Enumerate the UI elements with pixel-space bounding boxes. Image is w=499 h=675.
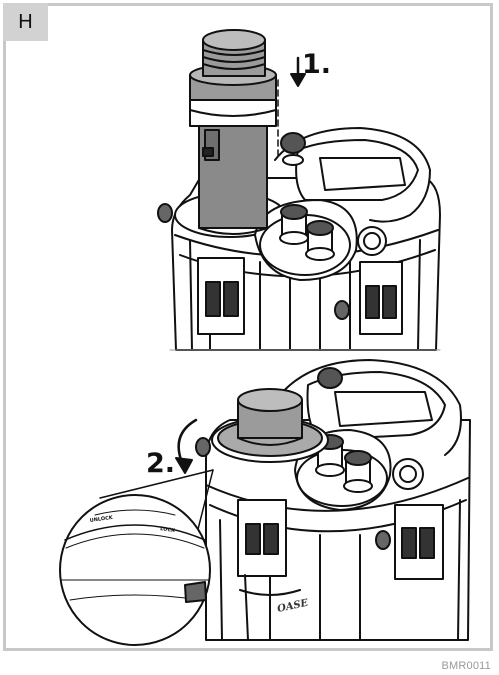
bottom-right-latch (394, 504, 444, 580)
valve-in (279, 204, 309, 245)
step-2-label: 2. (146, 448, 175, 479)
panel-label: H (3, 3, 48, 41)
unlock-mark: UNLOCK (89, 515, 114, 524)
left-latch (197, 257, 245, 335)
right-latch (359, 261, 403, 335)
filter-cap-top (189, 29, 277, 127)
bottom-left-latch (237, 499, 287, 577)
magnifier-detail (59, 469, 214, 646)
down-arrow-icon (290, 56, 306, 87)
top-filter-unit (157, 29, 441, 351)
step-1-label: 1. (302, 49, 331, 80)
filter-cap-seated (211, 388, 329, 463)
bottom-filter-unit: OASE (59, 359, 471, 646)
figure-code: BMR0011 (441, 660, 491, 672)
lock-mark: LOCK (160, 526, 177, 534)
rotate-arrow-icon (175, 418, 198, 474)
valve-out (305, 220, 335, 261)
valve-out-bottom (343, 450, 373, 493)
